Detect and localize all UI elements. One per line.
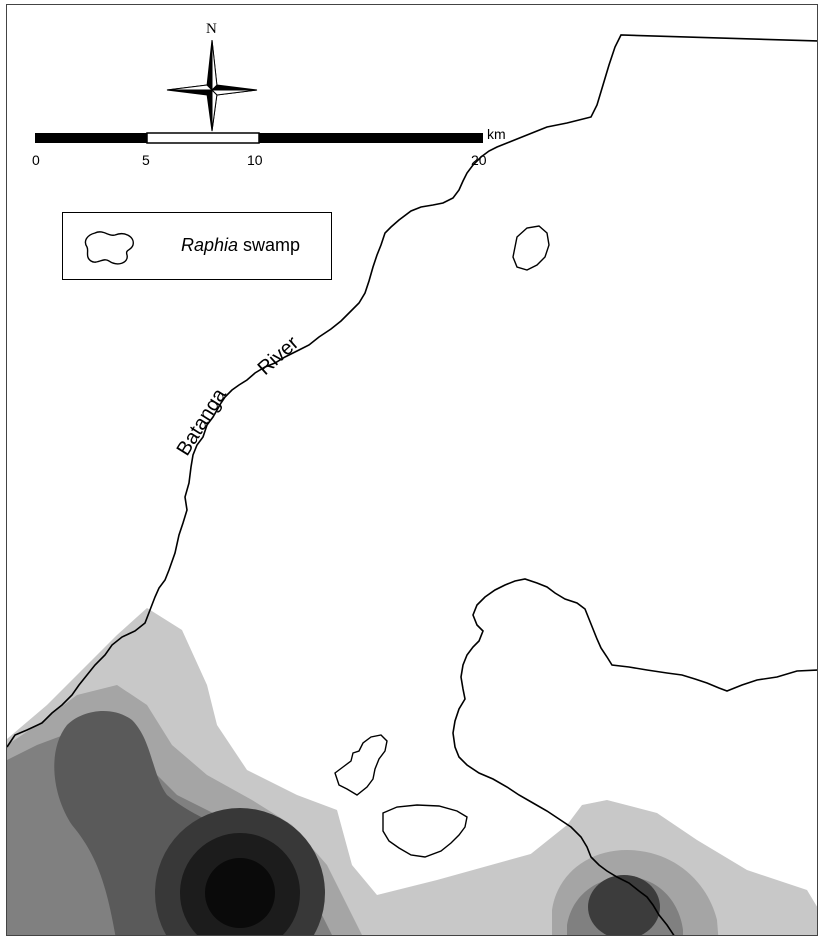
island-north [512,225,550,271]
north-arrow-icon: N [166,21,258,132]
density-zone-se-4 [588,875,660,935]
swamp-outline-icon [84,231,134,265]
island-central [382,804,468,858]
river-label-river: River [254,332,304,380]
map-frame: 0 5 10 20 km N Batanga River Raphi [6,4,818,936]
scale-segment-5-10 [146,132,260,144]
north-label: N [206,21,217,37]
legend-label-rest: swamp [238,235,301,255]
scale-tick-10: 10 [247,152,263,168]
scale-tick-20: 20 [471,152,487,168]
island-west [334,734,388,796]
scale-tick-0: 0 [32,152,40,168]
legend-label-italic: Raphia [181,235,239,255]
density-shading-southwest [7,608,597,935]
density-shading-southeast [527,800,817,935]
scale-segment-10-20 [259,133,483,143]
batanga-river-line [7,34,817,748]
eastern-river-line [452,578,817,935]
river-label-batanga: Batanga [173,384,232,460]
scale-tick-5: 5 [142,152,150,168]
map-canvas: 0 5 10 20 km N Batanga River [7,21,817,935]
legend-label: Raphia swamp [181,235,300,256]
scale-segment-0-5 [35,133,147,143]
river-label: Batanga River [173,332,304,460]
scale-unit: km [487,126,506,142]
scale-bar: 0 5 10 20 km [32,126,506,168]
density-zone-7 [205,858,275,928]
map-legend: Raphia swamp [62,212,332,280]
